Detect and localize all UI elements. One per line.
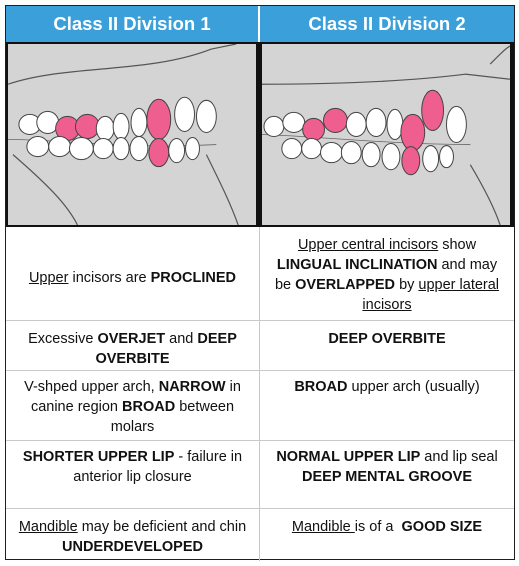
row-1-right-cell: Upper central incisors show LINGUAL INCL… — [274, 237, 500, 313]
row-4-right-cell: NORMAL UPPER LIP and lip seal DEEP MENTA… — [276, 449, 498, 485]
class-2-div-2-dentition-illustration — [262, 44, 510, 225]
illustration-row — [6, 42, 514, 227]
div2-teeth-drawing — [262, 45, 510, 225]
row-3-right-cell: BROAD upper arch (usually) — [294, 379, 480, 395]
header-class-2-div-1: Class II Division 1 — [6, 6, 260, 42]
class-2-div-1-dentition-illustration — [8, 44, 256, 225]
div1-teeth-drawing — [8, 44, 239, 225]
header-class-2-div-2: Class II Division 2 — [308, 13, 466, 34]
row-5-left-cell: Mandible may be deficient and chin UNDER… — [6, 509, 260, 561]
row-5-right-cell: Mandible is of a GOOD SIZE — [291, 519, 483, 535]
row-2-left-cell: Excessive OVERJET and DEEP OVERBITE — [6, 321, 260, 370]
table-row: Upper incisors are PROCLINED Upper centr… — [6, 227, 514, 320]
table-row: Mandible may be deficient and chin UNDER… — [6, 508, 514, 561]
row-3-left-cell: V-shped upper arch, NARROW in canine reg… — [6, 371, 260, 440]
table-row: Excessive OVERJET and DEEP OVERBITE DEEP… — [6, 320, 514, 370]
comparison-table: Class II Division 1 Class II Division 2 — [5, 5, 515, 561]
row-1-left-cell: Upper incisors are PROCLINED — [6, 227, 260, 320]
row-4-left-cell: SHORTER UPPER LIP - failure in anterior … — [6, 441, 260, 508]
table-header: Class II Division 1 Class II Division 2 — [6, 6, 514, 42]
table-row: SHORTER UPPER LIP - failure in anterior … — [6, 440, 514, 508]
row-2-right-cell: DEEP OVERBITE — [328, 331, 446, 347]
table-row: V-shped upper arch, NARROW in canine reg… — [6, 370, 514, 440]
